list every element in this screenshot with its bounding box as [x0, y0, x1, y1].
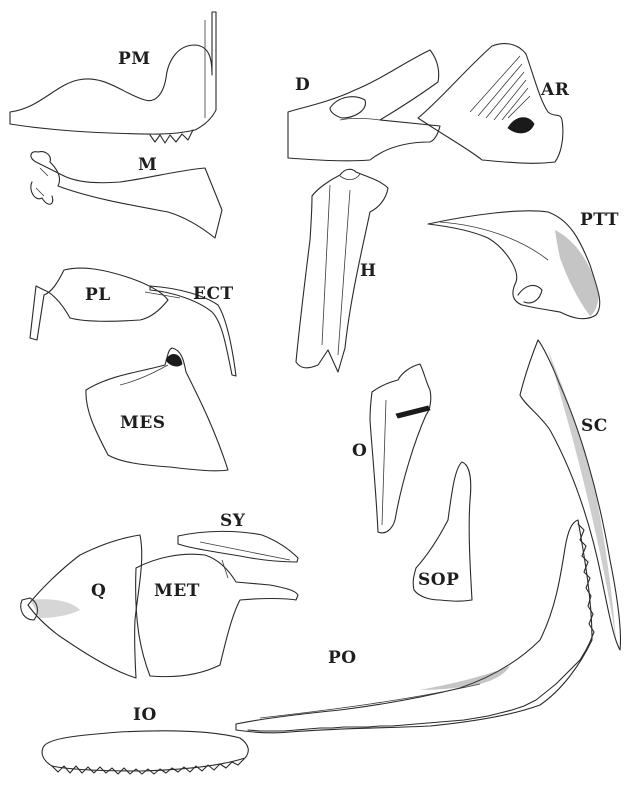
posttemporal-drawing [428, 211, 600, 319]
supracleithrum-drawing [520, 340, 621, 650]
label-o: O [352, 443, 367, 460]
maxilla-drawing [31, 152, 222, 238]
label-d: D [295, 77, 310, 94]
metapterygoid-drawing [136, 554, 298, 676]
label-mes: MES [120, 415, 166, 432]
quadrate-drawing [21, 535, 142, 678]
articular-drawing [418, 44, 563, 164]
symplectic-drawing [178, 531, 298, 562]
label-sop: SOP [418, 572, 459, 589]
label-met: MET [154, 583, 200, 600]
label-sy: SY [220, 513, 245, 530]
label-sc: SC [581, 418, 608, 435]
premaxilla-drawing [10, 12, 216, 143]
label-m: M [138, 157, 157, 174]
label-po: PO [328, 650, 357, 667]
label-io: IO [133, 707, 157, 724]
preopercle-drawing [236, 520, 594, 733]
infraorbital-drawing [42, 731, 248, 774]
label-ptt: PTT [580, 212, 619, 229]
mesopterygoid-drawing [86, 348, 228, 471]
label-ect: ECT [193, 286, 234, 303]
label-h: H [360, 263, 377, 280]
label-ar: AR [541, 82, 569, 99]
opercle-drawing [370, 364, 431, 533]
label-q: Q [91, 583, 106, 600]
label-pl: PL [85, 287, 111, 304]
dentary-drawing [288, 50, 440, 161]
label-pm: PM [118, 51, 151, 68]
